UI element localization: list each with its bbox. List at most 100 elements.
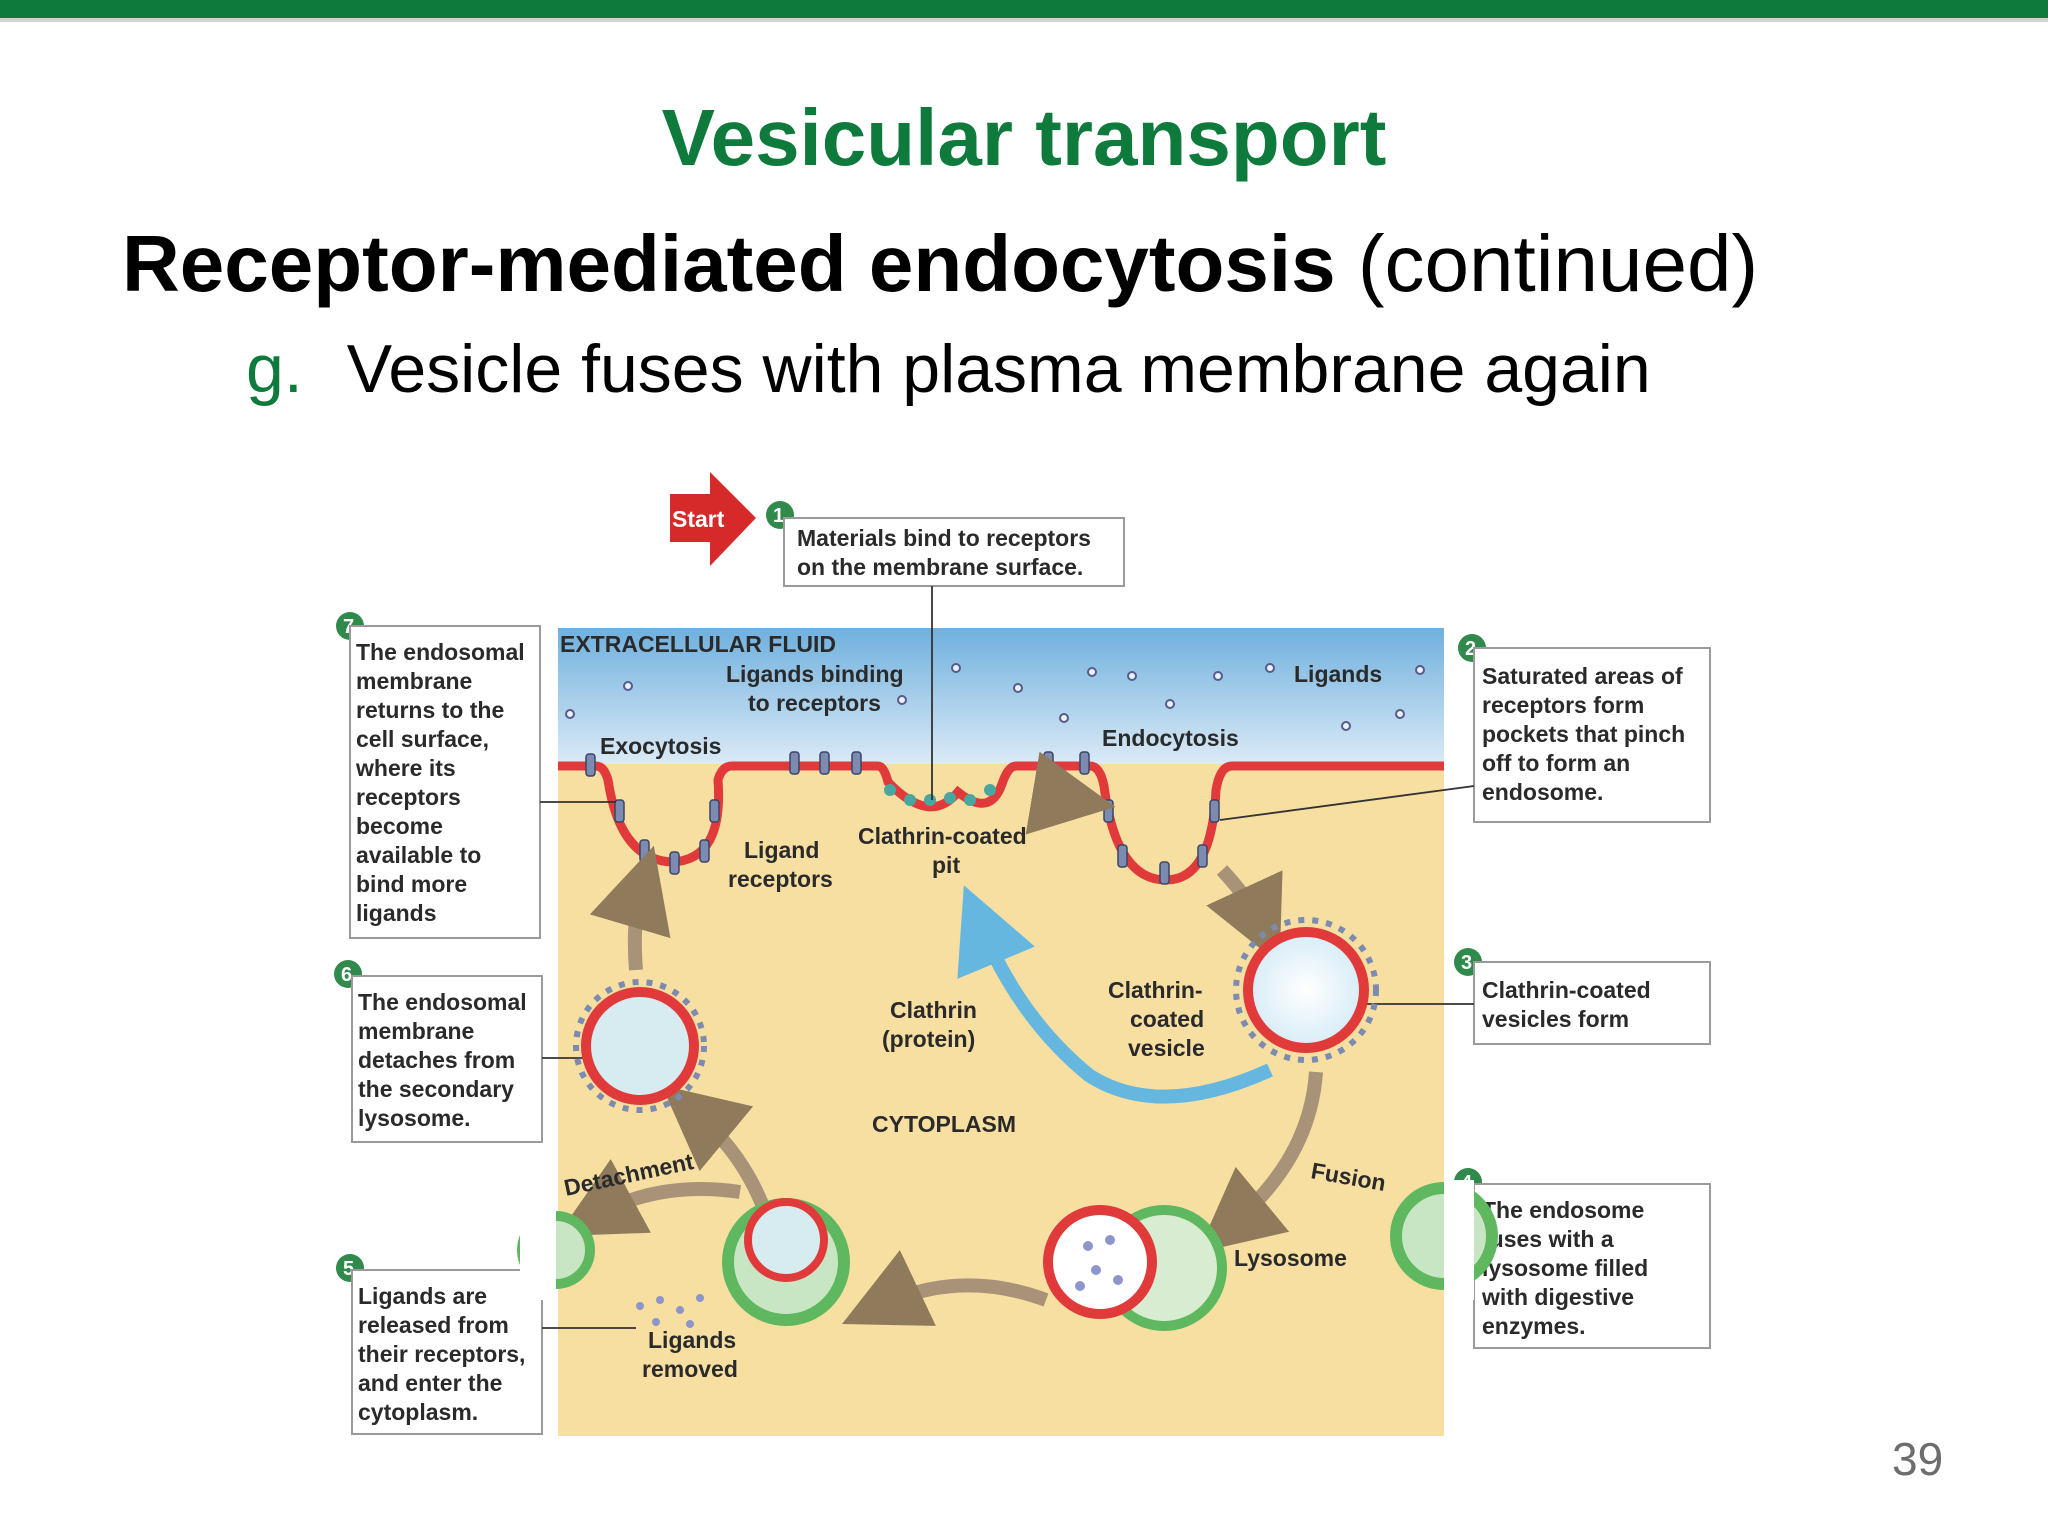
clathrin-vesicle-label-2: coated [1130, 1006, 1204, 1032]
endosome-fusing [1043, 1205, 1157, 1319]
step-6-line-3: detaches from [358, 1047, 515, 1073]
step-1-line-2: on the membrane surface. [797, 554, 1083, 580]
step-7-line-3: returns to the [356, 697, 504, 723]
slide-top-bar-shadow [0, 18, 2048, 22]
step-3-line-1: Clathrin-coated [1482, 977, 1651, 1003]
arrow-detachment-left [557, 1159, 742, 1237]
clathrin-pit [884, 784, 996, 806]
step-5-line-5: cytoplasm. [358, 1399, 478, 1425]
detached-vesicle-receptors [573, 979, 707, 1113]
clathrin-pit-label-1: Clathrin-coated [858, 823, 1027, 849]
arrow-to-digestion [842, 1250, 1049, 1326]
step-3-box [1473, 961, 1711, 1045]
extracellular-label: EXTRACELLULAR FLUID [560, 631, 836, 657]
step-6-line-5: lysosome. [358, 1105, 471, 1131]
step-7-line-2: membrane [356, 668, 472, 694]
clathrin-vesicle-label-1: Clathrin- [1108, 977, 1203, 1003]
step-7-line-5: where its [355, 755, 456, 781]
slide-top-bar [0, 0, 2048, 18]
step-2-box [1473, 647, 1711, 823]
step-6-number: 6 [341, 964, 352, 986]
lysosome-left-mask [520, 1210, 556, 1300]
heading-bold: Receptor-mediated endocytosis [122, 219, 1336, 308]
step-1-line-1: Materials bind to receptors [797, 525, 1091, 551]
ligand-receptors-label-2: receptors [728, 866, 833, 892]
lysosome-mask [1444, 1180, 1474, 1300]
ligand-receptors-label-1: Ligand [744, 837, 819, 863]
heading-normal: (continued) [1335, 219, 1759, 308]
step-2-number: 2 [1465, 638, 1476, 660]
step-5-line-1: Ligands are [358, 1283, 487, 1309]
detached-endosomal-vesicle [581, 987, 699, 1105]
subpoint-text: Vesicle fuses with plasma membrane again [346, 331, 1651, 407]
step-7-line-9: bind more [356, 871, 467, 897]
clathrin-coated-vesicle [1243, 927, 1369, 1053]
step-7-line-8: available to [356, 842, 481, 868]
step-4-line-3: lysosome filled [1482, 1255, 1648, 1281]
step-7-line-7: become [356, 813, 443, 839]
page-number: 39 [1892, 1433, 1944, 1485]
step-4-line-1: The endosome [1482, 1197, 1644, 1223]
step-4-line-2: fuses with a [1482, 1226, 1614, 1252]
clathrin-vesicle-label-3: vesicle [1128, 1035, 1205, 1061]
step-2-line-5: endosome. [1482, 779, 1603, 805]
step-5-box [351, 1269, 543, 1435]
step-4-line-4: with digestive [1481, 1284, 1634, 1310]
step-2-line-3: pockets that pinch [1482, 721, 1685, 747]
step-5-line-4: and enter the [358, 1370, 502, 1396]
step-7-number: 7 [343, 616, 354, 638]
step-7-line-6: receptors [356, 784, 461, 810]
slide-heading: Receptor-mediated endocytosis (continued… [122, 218, 1758, 310]
step-6-line-1: The endosomal [358, 989, 527, 1015]
lysosome-label: Lysosome [1234, 1245, 1347, 1271]
cytoplasm-label: CYTOPLASM [872, 1111, 1016, 1137]
step-3-line-2: vesicles form [1482, 1006, 1629, 1032]
step-4-box [1473, 1183, 1711, 1349]
step-5-number: 5 [343, 1258, 354, 1280]
clathrin-protein-label-1: Clathrin [890, 997, 977, 1023]
start-label: Start [672, 506, 725, 532]
step-2-connector [1219, 785, 1475, 821]
arrow-endosome-to-vesicle [1206, 865, 1283, 965]
step-6-box [351, 975, 543, 1143]
start-arrow [670, 472, 756, 566]
step-2-line-2: receptors form [1482, 692, 1644, 718]
arrow-pit-to-endosome [1025, 751, 1116, 835]
ligand-particles [565, 663, 1425, 731]
ligands-removed-label-1: Ligands [648, 1327, 736, 1353]
released-ligands [636, 1294, 704, 1328]
ligands-binding-label-2: to receptors [748, 690, 881, 716]
secondary-lysosome-membrane [744, 1198, 828, 1282]
arrow-detachment-up [661, 1085, 769, 1207]
step-5-line-3: their receptors, [358, 1341, 525, 1367]
subpoint-marker: g. [246, 331, 303, 407]
arrow-clathrin-recycle [957, 885, 1273, 1104]
step-3-number: 3 [1461, 952, 1472, 974]
ligands-binding-label-1: Ligands binding [726, 661, 904, 687]
endosome-contents [1075, 1235, 1123, 1291]
subpoint: g. Vesicle fuses with plasma membrane aga… [246, 330, 1651, 408]
arrow-return [589, 845, 671, 971]
step-6-line-4: the secondary [358, 1076, 514, 1102]
extracellular-region [558, 628, 1444, 764]
step-6-line-2: membrane [358, 1018, 474, 1044]
slide-title: Vesicular transport [661, 93, 1387, 182]
step-7-line-1: The endosomal [356, 639, 525, 665]
step-5-line-2: released from [358, 1312, 509, 1338]
clathrin-coat [1233, 917, 1379, 1063]
clathrin-pit-label-2: pit [932, 852, 960, 878]
step-1-number: 1 [773, 505, 784, 527]
step-4-line-5: enzymes. [1482, 1313, 1586, 1339]
ligands-label: Ligands [1294, 661, 1382, 687]
step-7-line-4: cell surface, [356, 726, 489, 752]
step-1-box [783, 517, 1125, 587]
arrow-fusion [1197, 1071, 1323, 1253]
step-7-box [349, 625, 541, 939]
exocytosis-label: Exocytosis [600, 733, 721, 759]
ligands-removed-label-2: removed [642, 1356, 738, 1382]
step-2-line-1: Saturated areas of [1482, 663, 1683, 689]
clathrin-protein-label-2: (protein) [882, 1026, 975, 1052]
step-7-line-10: ligands [356, 900, 437, 926]
step-2-line-4: off to form an [1482, 750, 1630, 776]
